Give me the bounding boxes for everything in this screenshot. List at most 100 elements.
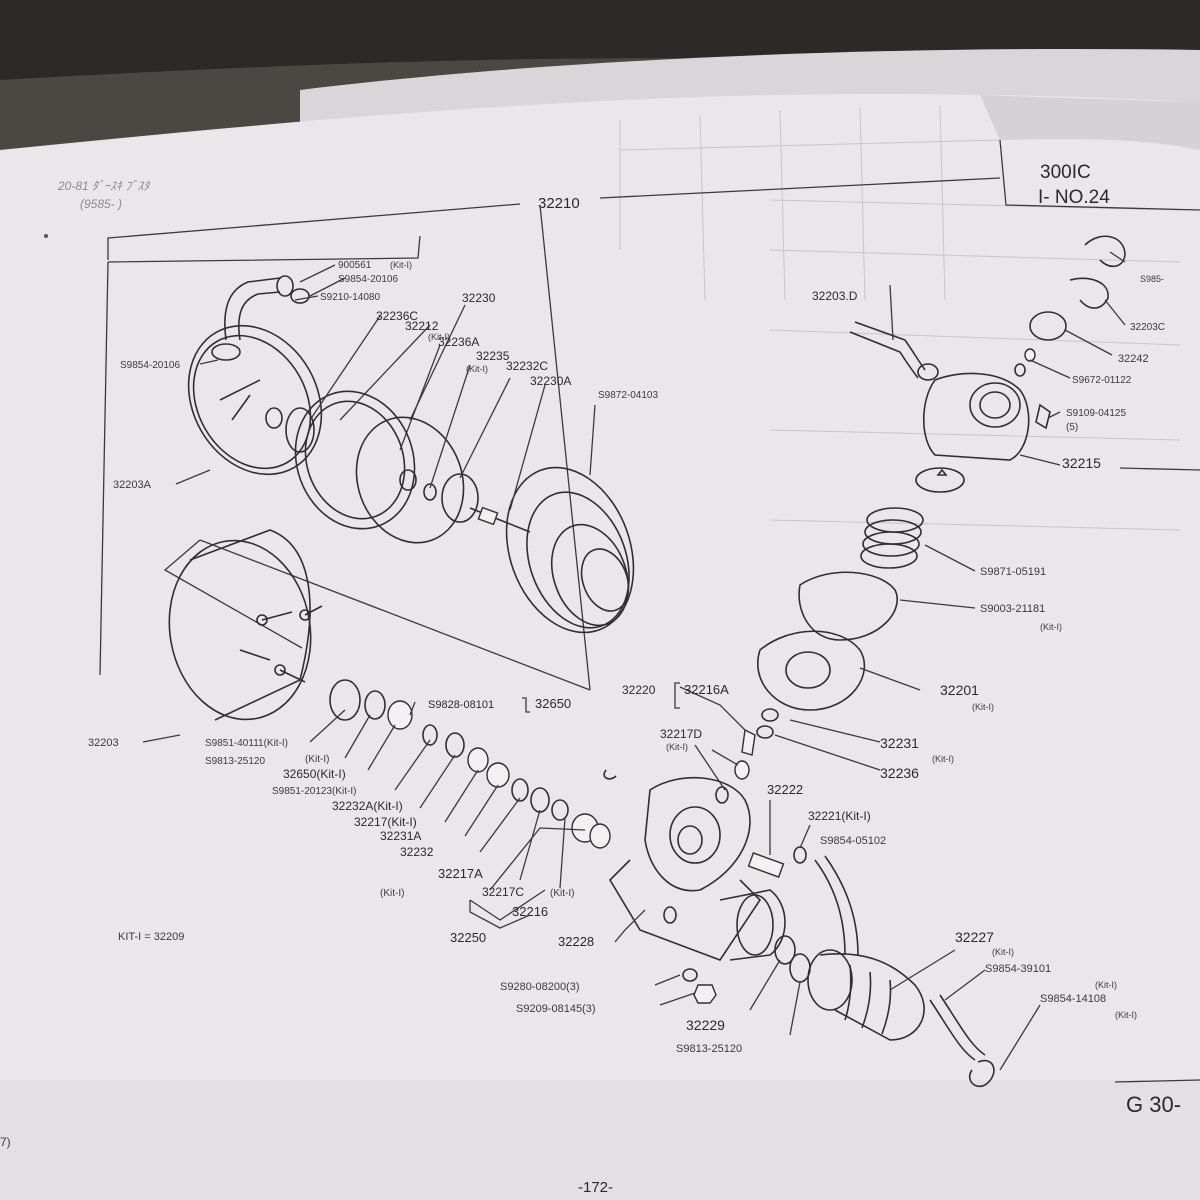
label-32216: 32216 xyxy=(512,904,548,919)
label-kit1-m: (Kit-I) xyxy=(932,754,954,764)
bolt-s9672 xyxy=(1024,348,1036,362)
label-900561: 900561 xyxy=(338,260,372,271)
clamp-band xyxy=(929,999,976,1061)
label-s9872-04103: S9872-04103 xyxy=(598,390,658,401)
bellows-2 xyxy=(550,523,630,627)
label-kit1-i: (Kit-I) xyxy=(1095,980,1117,990)
valve-pipe xyxy=(719,889,786,961)
ring-e xyxy=(511,778,529,802)
label-32203a: 32203A xyxy=(113,479,152,491)
filter-boot-body xyxy=(819,952,925,1041)
bracket-32220 xyxy=(674,682,680,709)
label-s985-partial: S985- xyxy=(1140,274,1164,284)
studs xyxy=(239,605,323,683)
label-kit1-b: (Kit-I) xyxy=(428,332,450,342)
label-s9854-20106-top: S9854-20106 xyxy=(338,274,398,285)
label-s9854-14108: S9854-14108 xyxy=(1040,993,1106,1005)
code-top-left: 20-81 ﾀﾞｰｽｷ ﾌﾞｽﾀ xyxy=(57,179,151,193)
label-32236c: 32236C xyxy=(376,309,418,323)
leader-lines xyxy=(142,251,1200,1071)
clip-top-right xyxy=(1084,235,1126,268)
label-kit1-j: (Kit-I) xyxy=(1115,1010,1137,1020)
label-s9280-08200: S9280-08200(3) xyxy=(500,981,580,993)
ring-b xyxy=(445,732,465,758)
label-32229: 32229 xyxy=(686,1017,725,1033)
ring-g xyxy=(551,799,569,821)
label-kit1-k: (Kit-I) xyxy=(1040,622,1062,632)
drum-body xyxy=(189,529,311,721)
washer-s9280 xyxy=(663,906,677,924)
valve-bore-inner xyxy=(677,825,703,855)
label-s9813-25120-r: S9813-25120 xyxy=(676,1043,742,1055)
valve-cover-bore xyxy=(969,382,1021,428)
label-32221: 32221(Kit-I) xyxy=(808,809,871,823)
stud-3 xyxy=(299,609,311,621)
page-gutter-shadow xyxy=(980,95,1200,150)
pipe-end xyxy=(917,363,939,381)
bearing-32650 xyxy=(387,700,413,730)
ring-s9851 xyxy=(329,679,361,721)
valve-bore xyxy=(669,806,721,864)
clamp-band-2 xyxy=(939,994,986,1056)
label-32650: 32650 xyxy=(535,696,571,711)
frame-right-diag xyxy=(539,204,591,691)
elbow-32203c xyxy=(1069,277,1109,309)
ring-c xyxy=(467,747,489,773)
assembly-bracket-left xyxy=(107,203,521,260)
diaphragm-inner xyxy=(304,400,406,520)
label-32230a: 32230A xyxy=(530,374,571,388)
label-s9109-04125: S9109-04125 xyxy=(1066,408,1126,419)
frame-left xyxy=(99,261,109,676)
diaphragm-32201-inner xyxy=(785,651,831,689)
label-kit1-h: (Kit-I) xyxy=(992,947,1014,957)
label-kit1-f: (Kit-I) xyxy=(550,888,574,899)
diaphragm-plate xyxy=(355,416,465,544)
dot-mark xyxy=(44,234,48,238)
label-32220: 32220 xyxy=(622,683,656,697)
label-kit1-g: (Kit-I) xyxy=(666,742,688,752)
page-bottom xyxy=(0,1080,1200,1200)
washer-32217d xyxy=(715,786,729,804)
frame-drum-link xyxy=(163,539,303,649)
screw-s9109 xyxy=(1035,403,1051,430)
label-32231a: 32231A xyxy=(380,829,421,843)
rear-shell xyxy=(187,324,323,476)
label-s9854-39101: S9854-39101 xyxy=(985,963,1051,975)
retainer-plate xyxy=(285,407,315,453)
rear-shell-inner xyxy=(192,334,312,470)
ring-32235 xyxy=(423,483,437,501)
washer-small xyxy=(682,968,698,982)
vacuum-hose xyxy=(814,859,846,956)
label-s9854-20106-left: S9854-20106 xyxy=(120,360,180,371)
vacuum-hose-2 xyxy=(824,855,859,956)
label-32222: 32222 xyxy=(767,782,803,797)
label-32227: 32227 xyxy=(955,929,994,945)
o-ring-s9672 xyxy=(1014,363,1026,377)
valve-32216a xyxy=(741,728,756,756)
model-no: I- NO.24 xyxy=(1038,187,1110,208)
label-32216a: 32216A xyxy=(684,682,729,697)
bracket-32650 xyxy=(522,697,530,713)
label-32232c: 32232C xyxy=(506,359,548,373)
valve-32216-b xyxy=(589,823,611,849)
clip-small xyxy=(603,769,617,780)
bellows-3 xyxy=(580,548,630,612)
label-32203d: 32203.D xyxy=(812,289,858,303)
ring-d xyxy=(486,762,510,788)
pipe-32203d xyxy=(854,321,926,371)
clamp-top xyxy=(290,288,310,304)
main-page xyxy=(0,93,1200,1200)
label-s9854-05102: S9854-05102 xyxy=(820,835,886,847)
kit-note: KIT-I = 32209 xyxy=(118,931,184,943)
label-32242: 32242 xyxy=(1118,353,1149,365)
part-labels: 900561 (Kit-I) S9854-20106 S9210-14080 3… xyxy=(88,260,1165,1055)
bleed-through-table xyxy=(619,105,1181,531)
assembly-bracket-right xyxy=(599,177,1001,199)
label-32217c: 32217C xyxy=(482,885,524,899)
valve-body xyxy=(644,776,751,892)
label-kit1-d: (Kit-I) xyxy=(305,754,329,765)
label-32250: 32250 xyxy=(450,930,486,945)
label-32232: 32232 xyxy=(400,845,434,859)
label-32201: 32201 xyxy=(940,682,979,698)
label-s9871-05191: S9871-05191 xyxy=(980,566,1046,578)
